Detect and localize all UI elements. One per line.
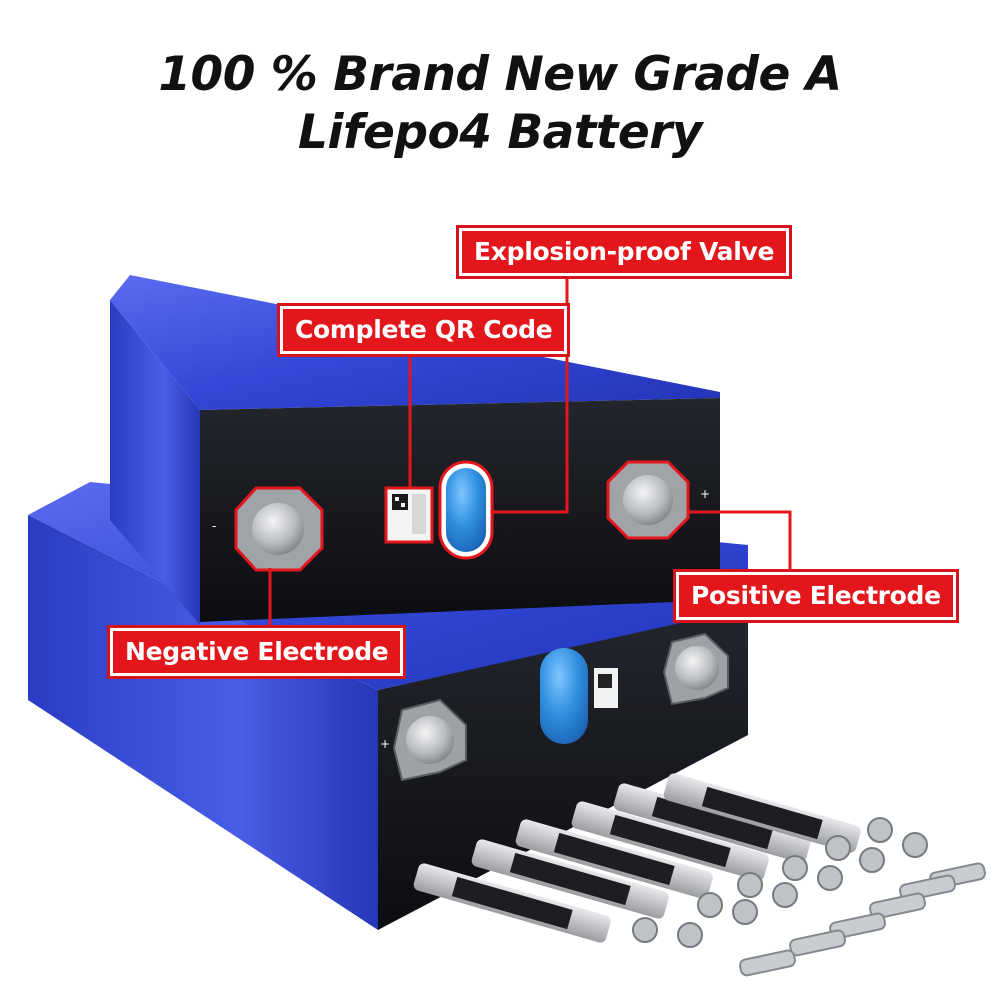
callout-complete-qr-code: Complete QR Code [276, 303, 571, 357]
callout-explosion-proof-valve: Explosion-proof Valve [455, 225, 793, 279]
svg-text:+: + [380, 737, 390, 751]
svg-text:-: - [212, 519, 216, 533]
title-line-2: Lifepo4 Battery [297, 105, 703, 160]
page-title: 100 % Brand New Grade A Lifepo4 Battery [0, 46, 1000, 162]
title-line-1: 100 % Brand New Grade A [158, 47, 842, 102]
callout-positive-electrode: Positive Electrode [673, 569, 959, 623]
svg-text:+: + [700, 487, 710, 501]
bolts [739, 862, 986, 977]
callout-negative-electrode: Negative Electrode [106, 625, 407, 679]
busbars [413, 773, 861, 943]
nuts [632, 817, 928, 948]
